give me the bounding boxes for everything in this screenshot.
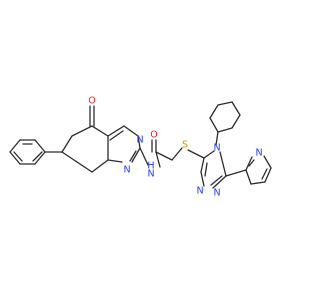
bond xyxy=(155,151,161,168)
bond xyxy=(231,101,241,116)
bond xyxy=(219,151,227,177)
bond xyxy=(263,155,272,169)
bond xyxy=(137,135,141,149)
bond xyxy=(61,135,73,153)
bond xyxy=(129,150,137,162)
bond xyxy=(123,125,139,137)
bond xyxy=(200,171,205,187)
bond xyxy=(203,150,215,159)
bond xyxy=(231,114,241,129)
bond xyxy=(250,181,266,185)
bond xyxy=(61,151,93,173)
bond xyxy=(109,130,124,141)
bond xyxy=(200,157,205,173)
pyrimidine-nitrogen-bottom: N xyxy=(123,165,130,176)
bonds xyxy=(9,101,272,189)
molecule-structure: O N N H N O S N N N N xyxy=(9,96,272,199)
bond xyxy=(171,147,183,161)
bond xyxy=(217,127,233,133)
bond xyxy=(34,151,46,165)
bond xyxy=(107,125,125,137)
bond xyxy=(9,151,21,165)
ketone-oxygen: O xyxy=(88,96,95,107)
bond xyxy=(131,147,141,163)
bond xyxy=(245,156,253,171)
bond xyxy=(225,169,247,177)
sulfur-atom: S xyxy=(182,140,188,151)
amide-oxygen: O xyxy=(150,130,157,141)
bond xyxy=(209,117,219,133)
bond xyxy=(245,169,252,185)
bond xyxy=(187,149,205,159)
bond xyxy=(91,125,109,137)
bond xyxy=(264,167,272,183)
amide-nitrogen: N xyxy=(147,169,154,180)
bond xyxy=(215,131,219,146)
triazole-nitrogen-1: N xyxy=(196,186,203,197)
bond xyxy=(210,175,223,186)
bond xyxy=(155,151,173,161)
bond xyxy=(209,104,219,119)
bond xyxy=(139,147,149,166)
bond xyxy=(71,125,93,137)
bond xyxy=(13,151,23,162)
pyridine-nitrogen: N xyxy=(255,148,262,159)
bond xyxy=(212,175,227,189)
bond xyxy=(32,151,43,162)
bond xyxy=(204,162,208,177)
bond xyxy=(261,168,268,180)
bond xyxy=(248,159,255,167)
bond xyxy=(107,159,123,163)
atom-labels: O N N H N O S N N N N xyxy=(88,96,262,199)
bond xyxy=(217,101,233,106)
bond xyxy=(34,139,46,153)
amide-hydrogen: H xyxy=(147,161,154,172)
bond xyxy=(91,159,109,173)
triazole-n4: N xyxy=(213,143,220,154)
triazole-nitrogen-2: N xyxy=(213,188,220,199)
bond xyxy=(9,139,21,153)
pyrimidine-nitrogen-top: N xyxy=(136,135,143,146)
